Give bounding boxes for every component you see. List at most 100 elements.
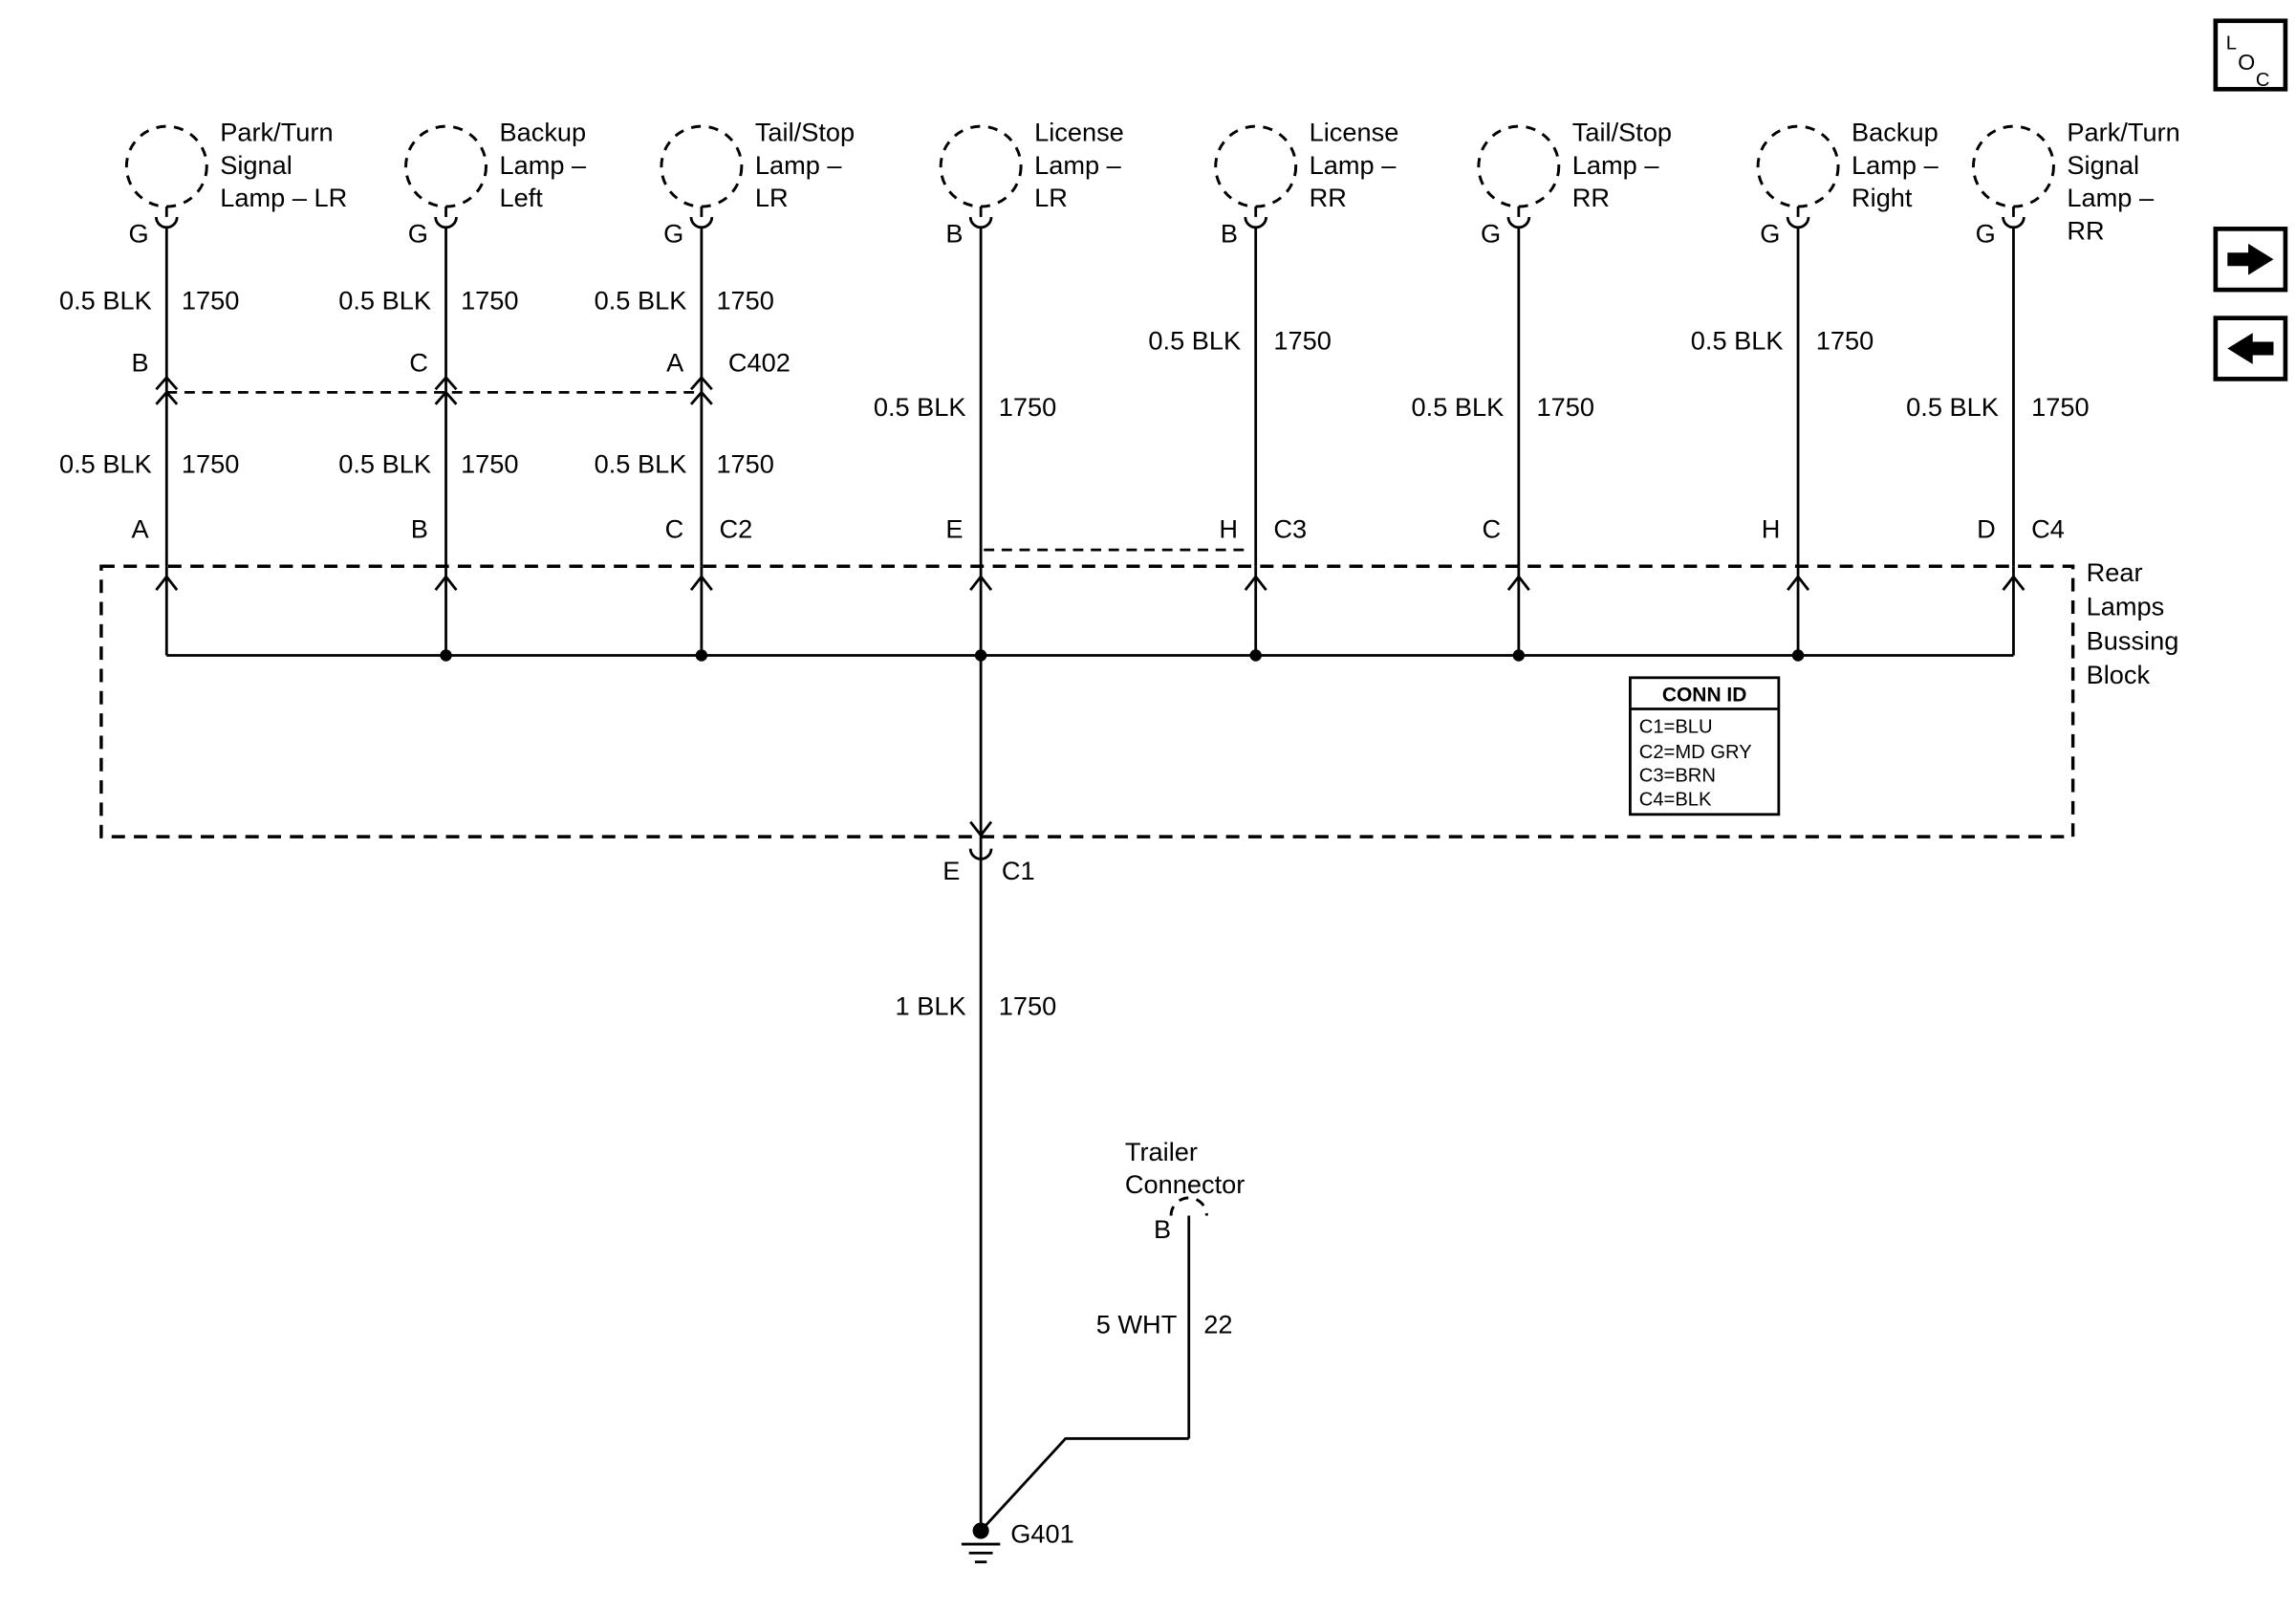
pin-label: G xyxy=(1481,218,1501,248)
junction-dot xyxy=(1512,649,1526,662)
pin-label: B xyxy=(132,348,149,378)
circuit-number-label: 1750 xyxy=(999,392,1056,422)
loc-button[interactable]: L O C xyxy=(2213,18,2288,92)
wire-spec-label: 0.5 BLK xyxy=(595,285,687,315)
pin-label: B xyxy=(1221,218,1238,248)
connector-socket-icon xyxy=(689,216,714,229)
block-label-line: Lamps xyxy=(2087,592,2165,621)
wire-spec-label: 0.5 BLK xyxy=(338,285,431,315)
lamp-symbol xyxy=(1972,124,2055,208)
pin-label: C xyxy=(1483,514,1502,544)
loc-letter: L xyxy=(2226,33,2237,54)
wire-spec-label: 0.5 BLK xyxy=(1412,392,1505,422)
nav-back-button[interactable] xyxy=(2213,316,2288,381)
lamp-park-turn-signal-rr: Park/Turn Signal Lamp – RR G 0.5 BLK 175… xyxy=(1906,118,2180,567)
nav-back-border[interactable] xyxy=(2213,316,2288,381)
lamp-label-line: LR xyxy=(1034,183,1068,212)
lamp-label-line: RR xyxy=(2067,215,2104,245)
circuit-number-label: 1750 xyxy=(461,448,518,478)
trailer-label-line: Trailer xyxy=(1125,1137,1198,1166)
lamp-label-line: Lamp – xyxy=(499,150,587,180)
circuit-number-label: 1750 xyxy=(999,991,1056,1021)
pin-label: G xyxy=(1760,218,1780,248)
lamp-park-turn-signal-lr: Park/Turn Signal Lamp – LR G 0.5 BLK 175… xyxy=(59,118,347,567)
lamp-symbol xyxy=(1477,124,1561,208)
block-label-line: Bussing xyxy=(2087,625,2179,655)
lamp-license-lr: License Lamp – LR B 0.5 BLK 1750 E xyxy=(874,118,1124,567)
wire-spec-label: 0.5 BLK xyxy=(59,448,152,478)
conn-id-row: C2=MD GRY xyxy=(1639,742,1753,763)
ground-label: G401 xyxy=(1010,1518,1074,1548)
connector-id-label: C2 xyxy=(720,514,753,544)
lamp-symbol xyxy=(939,124,1023,208)
connector-socket-icon xyxy=(1244,216,1267,229)
lamp-label-line: RR xyxy=(1572,183,1610,212)
wire-spec-label: 0.5 BLK xyxy=(1906,392,1999,422)
lamp-label-line: Lamp – xyxy=(1572,150,1660,180)
connector-socket-icon xyxy=(155,216,179,229)
connector-id-label: C1 xyxy=(1002,856,1035,885)
lamp-label-line: Left xyxy=(499,183,543,212)
lamp-tail-stop-rr: Tail/Stop Lamp – RR G 0.5 BLK 1750 C xyxy=(1412,118,1672,567)
lamp-label-line: Park/Turn xyxy=(220,118,333,147)
lamp-label-line: Tail/Stop xyxy=(755,118,855,147)
inline-connector-arrow-icon xyxy=(434,390,458,405)
ground-junction-dot xyxy=(972,1522,989,1539)
pin-label: G xyxy=(663,218,683,248)
lamp-label-line: Park/Turn xyxy=(2067,118,2179,147)
pin-label: C xyxy=(409,348,428,378)
lamp-label-line: Backup xyxy=(499,118,586,147)
lamp-label-line: Signal xyxy=(2067,150,2139,180)
lamp-label-line: Backup xyxy=(1852,118,1939,147)
circuit-number-label: 1750 xyxy=(1816,325,1874,355)
lamp-label-line: Lamp – xyxy=(1034,150,1122,180)
wire-spec-label: 0.5 BLK xyxy=(595,448,687,478)
connector-socket-icon xyxy=(1786,216,1810,229)
circuit-number-label: 1750 xyxy=(182,448,239,478)
wire-spec-label: 1 BLK xyxy=(896,991,966,1021)
lamp-label-line: Lamp – xyxy=(1310,150,1397,180)
connector-id-label: C402 xyxy=(728,348,791,378)
left-arrow-icon xyxy=(2227,333,2274,364)
wire-spec-label: 0.5 BLK xyxy=(1148,325,1241,355)
trailer-connector-symbol xyxy=(1169,1196,1208,1216)
nav-forward-button[interactable] xyxy=(2213,227,2288,293)
rear-lamps-bussing-block: Rear Lamps Bussing Block CONN ID C1=BLU … xyxy=(99,557,2179,838)
junction-dot xyxy=(1249,649,1262,662)
inline-connector-arrow-icon xyxy=(689,375,713,391)
conn-id-table-border xyxy=(1629,676,1781,816)
loc-button-border[interactable] xyxy=(2213,18,2288,92)
lamp-label-line: Signal xyxy=(220,150,292,180)
pin-label: E xyxy=(945,514,963,544)
inline-connector-arrow-icon xyxy=(155,375,179,391)
lamp-label-line: License xyxy=(1310,118,1399,147)
conn-id-row: C3=BRN xyxy=(1639,766,1716,787)
pin-label: G xyxy=(128,218,148,248)
circuit-number-label: 1750 xyxy=(716,285,773,315)
pin-label: B xyxy=(411,514,428,544)
connector-id-label: C4 xyxy=(2031,514,2065,544)
pin-label: G xyxy=(408,218,428,248)
lamp-label-line: Lamp – xyxy=(755,150,843,180)
pin-label: H xyxy=(1762,514,1781,544)
junction-dot xyxy=(440,649,452,662)
wire-spec-label: 0.5 BLK xyxy=(1691,325,1784,355)
circuit-number-label: 1750 xyxy=(1536,392,1593,422)
lamp-label-line: Tail/Stop xyxy=(1572,118,1672,147)
junction-dot xyxy=(1791,649,1805,662)
pin-label: B xyxy=(945,218,963,248)
circuit-number-label: 1750 xyxy=(2031,392,2089,422)
lamp-symbol xyxy=(404,124,487,208)
pin-label: D xyxy=(1977,514,1996,544)
pin-label: A xyxy=(666,348,684,378)
pin-label: G xyxy=(1976,218,1996,248)
wire-spec-label: 0.5 BLK xyxy=(338,448,431,478)
trailer-label-line: Connector xyxy=(1125,1169,1245,1199)
inline-connector-arrow-icon xyxy=(689,390,713,405)
wire-spec-label: 0.5 BLK xyxy=(59,285,152,315)
lamp-label-line: RR xyxy=(1310,183,1347,212)
nav-forward-border[interactable] xyxy=(2213,227,2288,293)
wire-spec-label: 0.5 BLK xyxy=(874,392,966,422)
circuit-number-label: 1750 xyxy=(716,448,773,478)
